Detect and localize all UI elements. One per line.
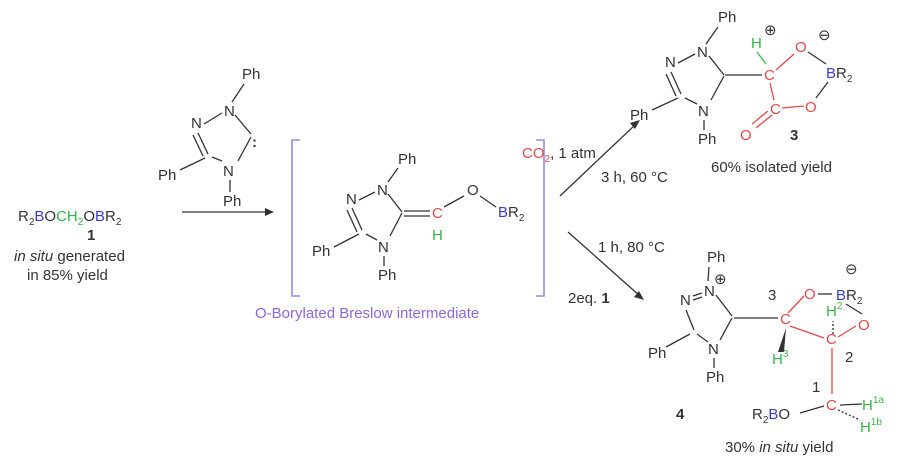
ph-label: Ph (158, 167, 176, 184)
ph-label: Ph (718, 9, 736, 26)
arrowhead-upper (630, 120, 640, 129)
arrowhead-1 (265, 208, 274, 216)
ph-label: Ph (398, 151, 416, 168)
carbon-label: C (764, 67, 775, 84)
n-label: N (191, 115, 202, 132)
h2-label: H2 (826, 301, 843, 320)
br2-label: BR2 (498, 204, 525, 224)
compound-number-1: 1 (87, 227, 95, 244)
lower-conditions: 1 h, 80 °C (598, 239, 665, 256)
ph-label: Ph (378, 267, 396, 284)
reactant-note-line1: in situ generated (14, 248, 125, 265)
reaction-arrow-upper (559, 123, 637, 197)
carbene-catalyst: Ph N N : N Ph Ph (158, 66, 260, 210)
n-label: N (224, 103, 235, 120)
ph-label: Ph (706, 369, 724, 386)
h1b-label: H1b (860, 417, 882, 436)
reactant-note-line2: in 85% yield (27, 267, 108, 284)
compound-number-4: 4 (676, 406, 685, 423)
reactant-formula: R2BOCH2OBR2 (18, 208, 122, 228)
carbon-label: C (432, 205, 443, 222)
ph-label: Ph (648, 345, 666, 362)
n-label: N (223, 163, 234, 180)
br2-label: BR2 (826, 65, 853, 85)
right-bracket (536, 139, 545, 297)
positive-charge: ⊕ (714, 271, 727, 288)
n-label: N (377, 182, 388, 199)
product-4: Ph N ⊕ N N Ph Ph 3 C H3 O BR2 ⊖ O C H2 2 (648, 249, 884, 456)
co2-reagent: CO2, 1 atm (522, 145, 596, 165)
n-label: N (697, 44, 708, 61)
carbon-label: C (826, 397, 837, 414)
wedge-bond (778, 328, 786, 352)
reactant-1: R2BOCH2OBR2 1 in situ generated in 85% y… (14, 208, 125, 284)
product3-yield: 60% isolated yield (711, 159, 832, 176)
product-3: Ph N N N Ph Ph H ⊕ C O ⊖ BR2 O C O (630, 9, 853, 176)
locant-1: 1 (812, 379, 820, 396)
carbon-label: C (826, 331, 837, 348)
h3-label: H3 (772, 349, 789, 368)
oxygen-label: O (467, 182, 479, 199)
h1a-label: H1a (862, 395, 884, 414)
intermediate-label: O-Borylated Breslow intermediate (255, 305, 479, 322)
product4-yield: 30% in situ yield (725, 439, 833, 456)
left-bracket (291, 139, 300, 297)
ph-label: Ph (707, 249, 725, 266)
reaction-arrow-lower (567, 231, 641, 297)
ph-label: Ph (698, 131, 716, 148)
carbon-label: C (770, 101, 781, 118)
n-label: N (708, 341, 719, 358)
arrowhead-lower (634, 291, 644, 300)
hydrogen-label: H (432, 227, 443, 244)
br2-label: BR2 (836, 287, 863, 307)
hydrogen-label: H (751, 35, 762, 52)
ph-label: Ph (242, 66, 260, 83)
negative-charge: ⊖ (845, 261, 858, 278)
negative-charge: ⊖ (818, 27, 831, 44)
n-label: N (346, 191, 357, 208)
n-label: N (665, 54, 676, 71)
n-label: N (680, 292, 691, 309)
ph-label: Ph (312, 243, 330, 260)
oxygen-label: O (804, 286, 816, 303)
positive-charge: ⊕ (764, 22, 777, 39)
locant-3: 3 (768, 287, 776, 304)
oxygen-label: O (858, 317, 870, 334)
compound-number-3: 3 (790, 127, 798, 144)
carbon-label: C (780, 311, 791, 328)
carbene-lone-pair: : (252, 134, 257, 151)
n-label: N (378, 239, 389, 256)
ph-label: Ph (223, 193, 241, 210)
upper-conditions: 3 h, 60 °C (601, 169, 668, 186)
r2bo-label: R2BO (752, 406, 790, 426)
oxygen-label: O (740, 127, 752, 144)
ph-label: Ph (630, 107, 648, 124)
equiv-reagent: 2eq. 1 (568, 290, 610, 307)
locant-2: 2 (845, 349, 853, 366)
breslow-intermediate: Ph N N N Ph Ph C H O BR2 O-Borylated Bre… (255, 139, 545, 322)
n-label: N (704, 283, 715, 300)
oxygen-label: O (805, 99, 817, 116)
n-label: N (698, 103, 709, 120)
oxygen-label: O (795, 39, 807, 56)
